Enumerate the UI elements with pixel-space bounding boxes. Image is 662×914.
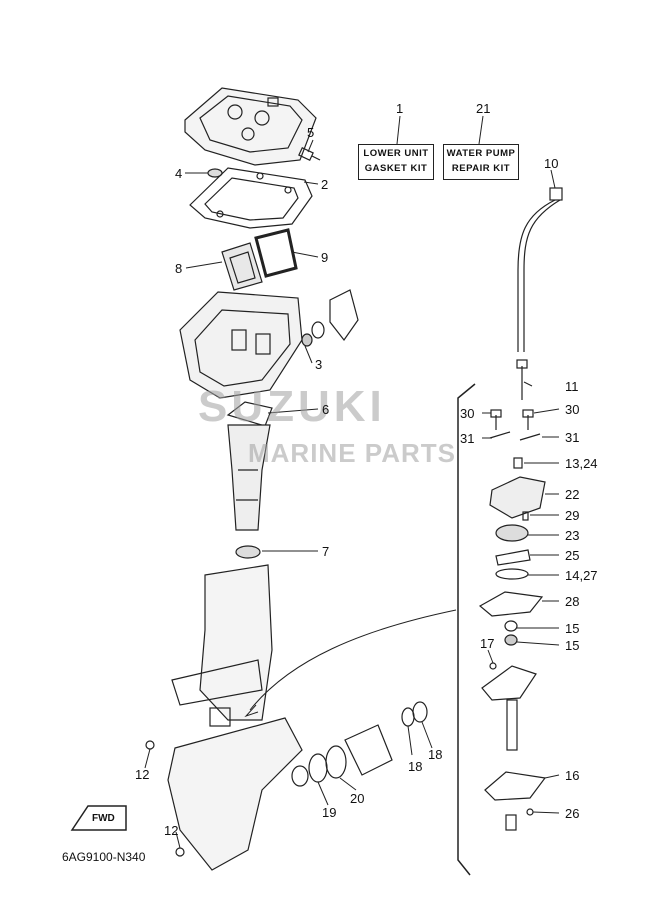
seal-7 xyxy=(235,545,261,559)
callout-30-right: 30 xyxy=(565,402,580,417)
lower-unit-kit-line1: LOWER UNIT xyxy=(363,148,429,159)
callout-23: 23 xyxy=(565,528,580,543)
callout-18-upper: 18 xyxy=(428,747,443,762)
lower-casing xyxy=(167,564,303,871)
seal-3 xyxy=(301,333,313,347)
fwd-arrow-shape xyxy=(70,805,127,831)
callout-13-24: 13,24 xyxy=(565,456,598,471)
callout-21: 21 xyxy=(476,101,491,116)
callout-5: 5 xyxy=(307,125,315,140)
callout-2: 2 xyxy=(321,177,329,192)
callout-18-lower: 18 xyxy=(408,759,423,774)
screw-12a xyxy=(145,740,155,750)
callout-17: 17 xyxy=(480,636,495,651)
callout-31-left: 31 xyxy=(460,431,475,446)
callout-16: 16 xyxy=(565,768,580,783)
callout-1: 1 xyxy=(396,101,404,116)
upper-case-cover xyxy=(184,87,317,166)
callout-12-lower: 12 xyxy=(164,823,179,838)
callout-19: 19 xyxy=(322,805,337,820)
water-pump-group-bracket xyxy=(457,383,476,876)
callout-20: 20 xyxy=(350,791,365,806)
lower-unit-kit-line2: GASKET KIT xyxy=(364,163,428,174)
exhaust-tube xyxy=(227,424,271,531)
water-pump-kit-line1: WATER PUMP xyxy=(446,148,516,159)
gasket-2 xyxy=(189,167,313,229)
callout-28: 28 xyxy=(565,594,580,609)
callout-12-upper: 12 xyxy=(135,767,150,782)
callout-29: 29 xyxy=(565,508,580,523)
water-pump-kit-line2: REPAIR KIT xyxy=(451,163,511,174)
bolt-5 xyxy=(298,147,321,161)
gasket-6 xyxy=(226,401,273,427)
upper-casing xyxy=(179,291,303,399)
plate-8 xyxy=(221,242,263,291)
callout-22: 22 xyxy=(565,487,580,502)
side-fitting xyxy=(311,289,359,342)
callout-30-left: 30 xyxy=(460,406,475,421)
lower-unit-gasket-kit-box: LOWER UNIT GASKET KIT xyxy=(358,144,434,180)
callout-25: 25 xyxy=(565,548,580,563)
callout-7: 7 xyxy=(322,544,330,559)
water-pump-repair-kit-box: WATER PUMP REPAIR KIT xyxy=(443,144,519,180)
callout-15-lower: 15 xyxy=(565,638,580,653)
callout-8: 8 xyxy=(175,261,183,276)
callout-4: 4 xyxy=(175,166,183,181)
callout-11: 11 xyxy=(565,379,579,394)
water-pump-parts xyxy=(478,359,547,831)
propshaft-parts xyxy=(291,701,428,787)
callout-14-27: 14,27 xyxy=(565,568,598,583)
callout-10: 10 xyxy=(544,156,559,171)
screw-12b xyxy=(175,847,185,857)
callout-6: 6 xyxy=(322,402,330,417)
callout-31-right: 31 xyxy=(565,430,580,445)
callout-3: 3 xyxy=(315,357,323,372)
gasket-9 xyxy=(254,228,298,278)
callout-26: 26 xyxy=(565,806,580,821)
callout-15-upper: 15 xyxy=(565,621,580,636)
callout-9: 9 xyxy=(321,250,329,265)
leader-lines xyxy=(144,115,560,849)
water-tube-10 xyxy=(517,187,563,352)
fwd-label: FWD xyxy=(92,813,115,824)
diagram-code: 6AG9100-N340 xyxy=(62,850,146,864)
